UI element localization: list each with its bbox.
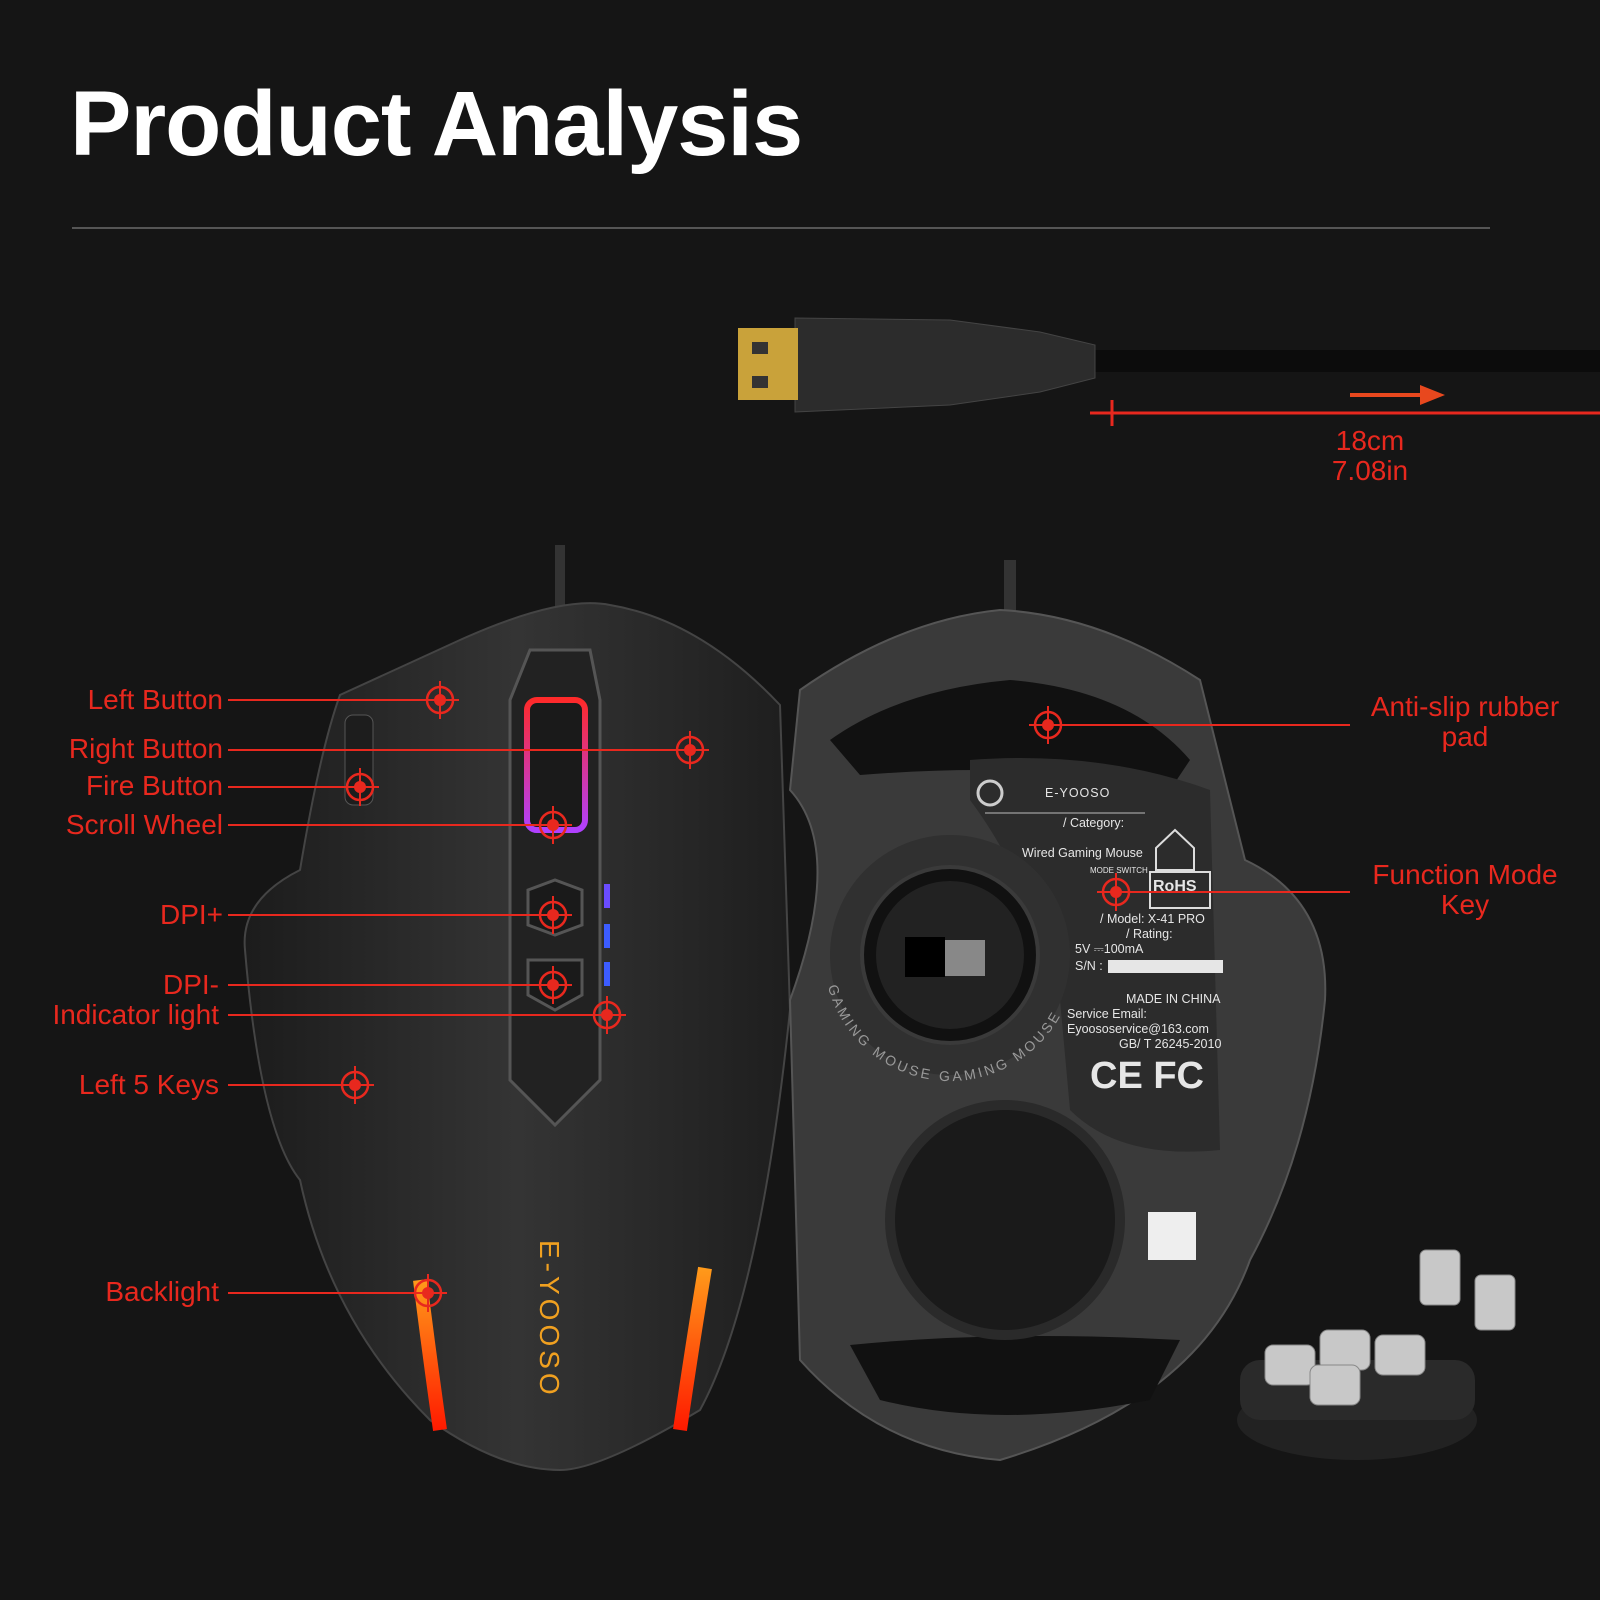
bottom-made-in: MADE IN CHINA [1126,992,1221,1006]
cable-length-in: 7.08in [1331,455,1409,486]
crosshair-icon [336,1066,374,1104]
label-left-5-keys: Left 5 Keys [78,1069,219,1100]
label-line: pad [1441,721,1489,752]
bottom-sn: S/N : [1075,959,1103,973]
mouse-top-view [243,545,792,1472]
label-left-button: Left Button [87,684,223,715]
label-scroll-wheel: Scroll Wheel [65,809,223,840]
mouse-top-brand: E-YOOSO [534,1240,565,1399]
cable-length-cm: 18cm [1335,425,1405,456]
bottom-rating: / Rating: [1126,927,1173,941]
bottom-brand: E-YOOSO [1045,786,1111,800]
crosshair-icon [534,896,572,934]
callout-lines [228,699,1350,1294]
crosshair-icon [409,1274,447,1312]
label-dpi-minus: DPI- [163,969,219,1000]
bottom-service-label: Service Email: [1067,1007,1147,1021]
mouse-bottom-view [788,560,1327,1462]
crosshair-icon [421,681,459,719]
label-fire-button: Fire Button [86,770,223,801]
weight-set [1237,1249,1516,1460]
bottom-standard: GB/ T 26245-2010 [1119,1037,1222,1051]
bottom-category: / Category: [1063,816,1125,830]
label-line: Function Mode [1372,859,1558,890]
mode-switch-text: MODE SWITCH [1090,866,1148,875]
usb-cable [738,317,1600,426]
label-line: Key [1440,889,1490,920]
label-indicator-light: Indicator light [52,999,219,1030]
label-backlight: Backlight [105,1276,219,1307]
crosshair-icon [341,768,379,806]
bottom-category-value: Wired Gaming Mouse [1022,846,1143,860]
crosshair-icon [671,731,709,769]
crosshair-icon [1029,706,1067,744]
label-function-mode-key: Function Mode Key [1355,860,1575,920]
bottom-model: / Model: X-41 PRO [1100,912,1205,926]
crosshair-icon [1097,873,1135,911]
label-anti-slip-pad: Anti-slip rubber pad [1355,692,1575,752]
bottom-service-email: Eyoososervice@163.com [1067,1022,1209,1036]
crosshair-icon [588,996,626,1034]
cable-length-label: 18cm 7.08in [1310,426,1430,486]
label-line: Anti-slip rubber [1370,691,1560,722]
crosshair-icon [534,806,572,844]
rohs-mark: RoHS [1153,878,1197,895]
crosshair-icon [534,966,572,1004]
cert-marks: CE FC [1090,1055,1204,1097]
label-right-button: Right Button [68,733,223,764]
label-dpi-plus: DPI+ [159,899,223,930]
callout-targets [336,681,1135,1312]
page-title: Product Analysis [70,73,803,175]
bottom-rating-value: 5V ⎓100mA [1075,942,1144,956]
